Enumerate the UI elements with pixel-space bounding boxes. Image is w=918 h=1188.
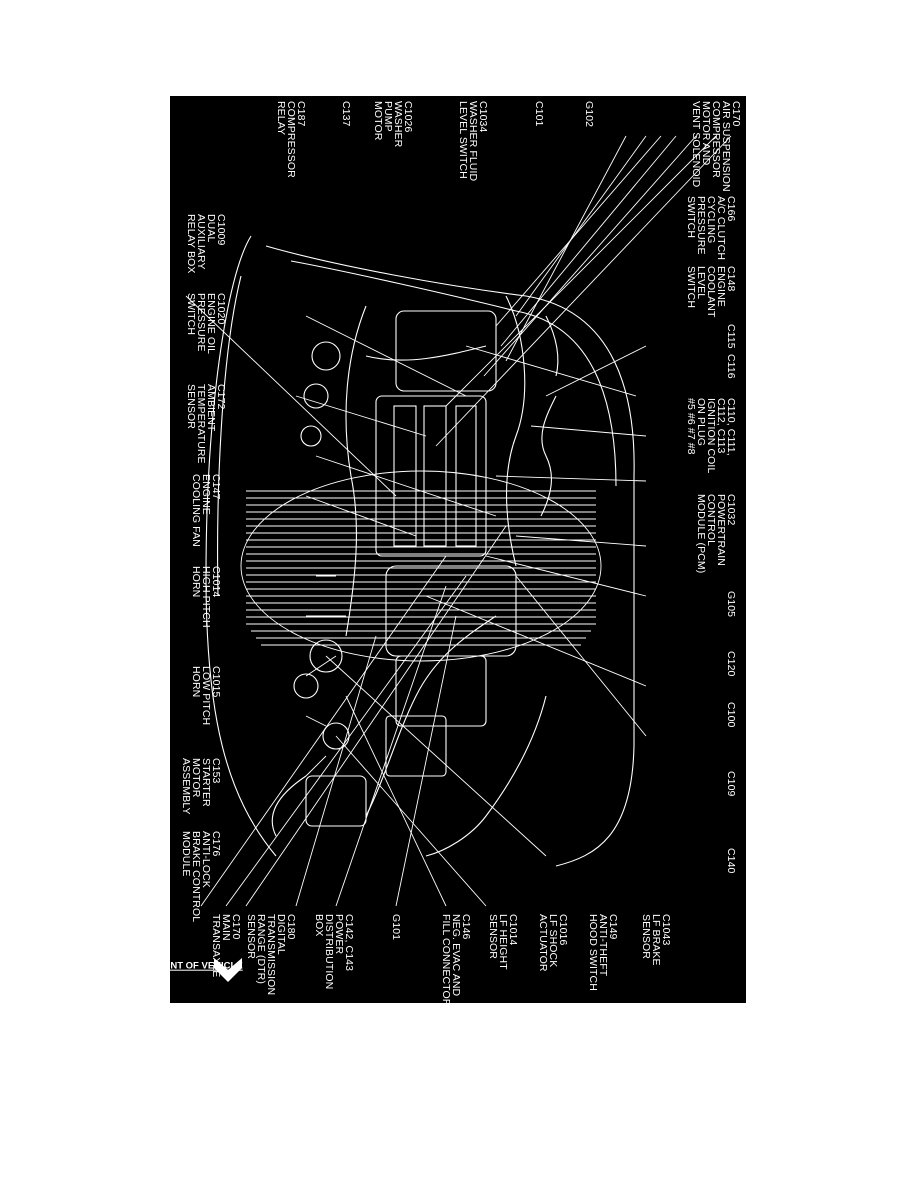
brake-module bbox=[322, 722, 350, 750]
callout-c101: C101 bbox=[533, 101, 545, 127]
wiring-harness-c bbox=[365, 615, 497, 817]
fender-line bbox=[290, 260, 617, 487]
engine-block bbox=[375, 395, 487, 557]
front-of-vehicle-label: FRONT OF VEHICLE bbox=[150, 960, 243, 972]
bumper-line bbox=[217, 275, 242, 597]
cylinder-a bbox=[311, 341, 341, 371]
callout-c137: C137 bbox=[340, 101, 352, 127]
wiring-harness-b bbox=[345, 305, 367, 637]
body-outline-upper bbox=[265, 245, 635, 867]
callout-g105: G105 bbox=[725, 591, 737, 618]
body-outline-lower bbox=[205, 235, 277, 857]
callout-c140: C140 bbox=[725, 848, 737, 874]
chevron-arrow-icon bbox=[214, 958, 242, 982]
callout-g101: G101 bbox=[390, 914, 402, 941]
intake-manifold bbox=[395, 310, 497, 392]
callout-c120: C120 bbox=[725, 651, 737, 677]
callout-g102: G102 bbox=[583, 101, 595, 128]
callout-c115: C115 bbox=[725, 324, 737, 349]
horn-a bbox=[309, 639, 343, 673]
callout-c116: C116 bbox=[725, 354, 737, 379]
callout-c100: C100 bbox=[725, 702, 737, 728]
front-engine-cover bbox=[385, 565, 517, 657]
leader-lines bbox=[185, 135, 732, 907]
engine-compartment-drawing bbox=[185, 135, 732, 907]
battery-area bbox=[395, 655, 487, 727]
callout-c109: C109 bbox=[725, 771, 737, 797]
power-distribution-box bbox=[385, 715, 447, 777]
